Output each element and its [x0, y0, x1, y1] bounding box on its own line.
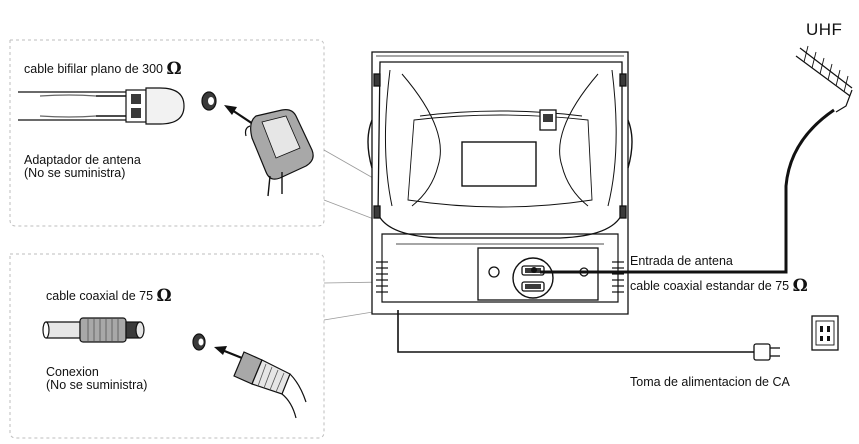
flat-cable-label: cable bifilar plano de 300 Ω [24, 59, 182, 79]
ohm-symbol: Ω [166, 59, 182, 79]
connection-label-line2: (No se suministra) [46, 378, 148, 392]
standard-coax-label: cable coaxial estandar de 75 Ω [630, 276, 808, 296]
detail-box-coax-cable [9, 253, 325, 439]
antenna-coax-line [540, 108, 835, 274]
power-cord [397, 310, 754, 353]
adapter-label-line1: Adaptador de antena [24, 153, 141, 167]
detail-box-flat-cable [9, 39, 325, 227]
coax-cable-label: cable coaxial de 75 Ω [46, 286, 172, 306]
coax-connector-plug [192, 333, 307, 419]
coax-cable-illustration [42, 317, 145, 343]
uhf-label: UHF [806, 20, 843, 39]
uhf-antenna [795, 45, 853, 113]
power-plug [753, 343, 780, 361]
ac-outlet-icon [811, 315, 839, 351]
ohm-symbol: Ω [792, 276, 808, 296]
antenna-input-label: Entrada de antena [630, 254, 733, 268]
antenna-adapter [201, 91, 314, 197]
tv-rear-view [367, 51, 633, 315]
ac-outlet-label: Toma de alimentacion de CA [630, 375, 790, 389]
adapter-label-line2: (No se suministra) [24, 166, 126, 180]
connection-label-line1: Conexion [46, 365, 99, 379]
ohm-symbol: Ω [156, 286, 172, 306]
flat-cable-illustration [18, 87, 185, 125]
